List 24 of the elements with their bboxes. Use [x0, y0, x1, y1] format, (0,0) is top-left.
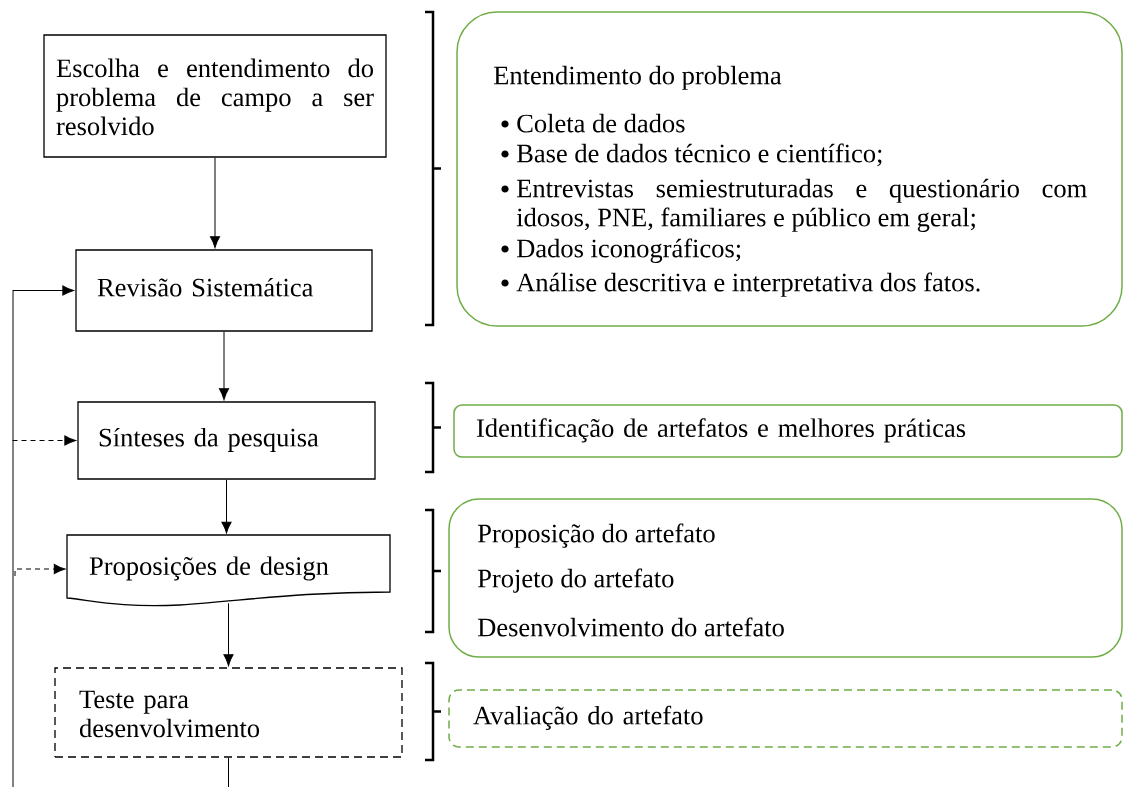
arrow: [209, 157, 221, 248]
process-box: Escolha e entendimento do problema de campo a ser resolvido: [43, 34, 387, 158]
dashed-rounded-box: Avaliação do artefato: [448, 689, 1123, 748]
rounded-box: [456, 11, 1123, 327]
arrow: [12, 285, 74, 787]
list-item: Coleta de dados: [501, 113, 685, 133]
list-item: Dados iconográficos;: [501, 238, 741, 263]
box-text: Entendimento do problema: [494, 65, 782, 90]
list-item: Análise descritiva e interpretativa dos fatos.: [501, 272, 980, 297]
box-text: Desenvolvimento do artefato: [477, 617, 784, 637]
process-box: Revisão Sistemática: [75, 249, 373, 332]
list-item: Entrevistas semiestruturadas e questionário com idosos, PNE, familiares e público em geral;: [501, 178, 1087, 232]
box-text: Projeto do artefato: [477, 568, 674, 593]
process-box: Sínteses da pesquisa: [77, 401, 376, 480]
box-text: Proposição do artefato: [477, 523, 715, 548]
arrow: [221, 479, 232, 534]
arrow: [218, 331, 230, 400]
dashed-process-box: Teste para desenvolvimento: [54, 667, 403, 758]
arrow: [14, 563, 66, 577]
list-item: Base de dados técnico e científico;: [501, 143, 882, 167]
arrow: [12, 435, 76, 446]
arrow: [223, 602, 234, 666]
rounded-box: [448, 498, 1123, 658]
rounded-box: Identificação de artefatos e melhores práticas: [453, 404, 1123, 458]
